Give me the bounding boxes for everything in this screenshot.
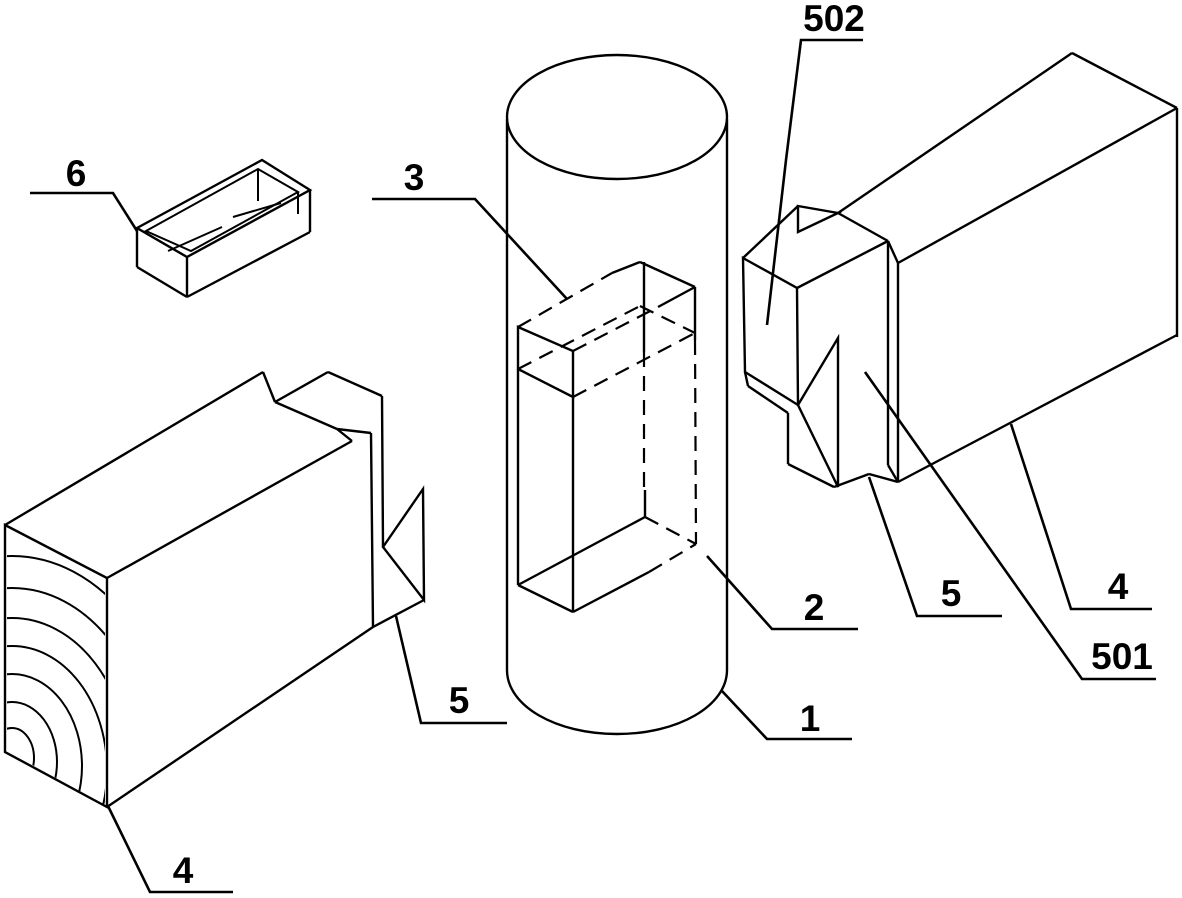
label-501-leader	[863, 371, 1156, 681]
left-wedge-notch	[381, 485, 426, 604]
label-5-right-text: 5	[941, 573, 962, 614]
key-block	[516, 260, 696, 399]
label-4-left-text: 4	[173, 850, 194, 891]
post-cylinder	[505, 53, 729, 736]
part-label-501: 501	[863, 371, 1156, 681]
part-label-3: 3	[372, 157, 568, 300]
label-3-leader	[372, 197, 568, 300]
label-501-text: 501	[1091, 636, 1153, 677]
left-tenon	[369, 395, 426, 629]
sleeve-box	[134, 158, 313, 299]
label-1-leader	[721, 690, 852, 741]
mortise-slot	[516, 262, 698, 614]
right-beam	[741, 51, 1179, 489]
label-502-text: 502	[803, 0, 865, 39]
part-label-4-right: 4	[1009, 423, 1152, 611]
part-label-502: 502	[765, 0, 865, 326]
part-label-1: 1	[721, 690, 852, 741]
label-3-text: 3	[404, 157, 425, 198]
right-wedge-notch	[796, 333, 840, 488]
top-groove-notch	[796, 204, 842, 234]
label-6-text: 6	[66, 153, 87, 194]
right-tenon	[741, 205, 900, 489]
part-label-5-right: 5	[867, 476, 1002, 618]
part-label-4-left: 4	[106, 805, 233, 894]
part-label-6: 6	[30, 153, 139, 232]
label-4-left-leader	[106, 805, 233, 894]
left-beam	[3, 370, 426, 810]
label-5-left-leader	[394, 615, 507, 725]
tenon-head-face	[741, 255, 800, 408]
label-4-right-leader	[1009, 423, 1152, 611]
label-2-text: 2	[804, 587, 825, 628]
label-502-leader	[765, 38, 863, 326]
label-2-leader	[706, 555, 858, 631]
label-5-left-text: 5	[449, 680, 470, 721]
label-4-right-text: 4	[1108, 566, 1129, 607]
label-1-text: 1	[800, 698, 821, 739]
part-label-5-left: 5	[394, 615, 507, 725]
label-6-leader	[30, 191, 139, 232]
label-5-right-leader	[867, 476, 1002, 618]
wood-grain	[7, 527, 105, 805]
part-label-2: 2	[706, 555, 858, 631]
